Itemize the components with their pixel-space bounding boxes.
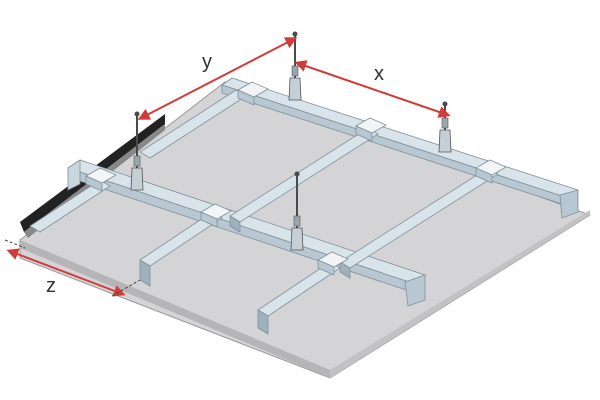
secondary-profiles xyxy=(29,89,499,335)
ceiling-board xyxy=(19,81,592,379)
dimension-x-line xyxy=(294,60,451,118)
hanger-icon xyxy=(130,111,144,191)
connector-icon xyxy=(85,167,117,192)
dimension-x-label: x xyxy=(374,63,384,85)
dimension-y-line xyxy=(137,37,298,120)
dimension-lines: y x z xyxy=(4,37,451,297)
dimension-z-extension-right xyxy=(111,279,141,297)
dimension-z-line xyxy=(6,248,126,297)
dimension-z-extension-left xyxy=(4,239,26,249)
connector-icon xyxy=(475,159,507,184)
hanger-icon xyxy=(288,31,302,101)
dimension-y-label: y xyxy=(202,51,212,73)
hanger-icon xyxy=(290,171,304,251)
hanger-icon xyxy=(438,101,452,153)
connector-icon xyxy=(355,117,387,142)
connector-icon xyxy=(200,203,232,228)
dimension-z-label: z xyxy=(46,275,56,297)
connector-icon xyxy=(317,251,349,276)
